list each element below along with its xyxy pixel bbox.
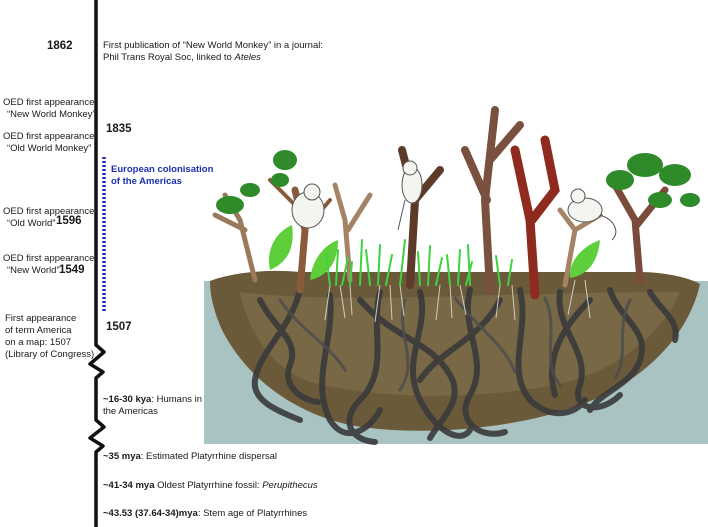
- stem-age-label: ~43.53 (37.64-34)mya: Stem age of Platyr…: [103, 508, 308, 519]
- monkey-left: [291, 183, 325, 229]
- oldest-fossil-label: ~41-34 mya Oldest Platyrrhine fossil: Pe…: [103, 480, 318, 491]
- timeline-axis: [88, 0, 106, 527]
- bright-leaves: [269, 225, 600, 280]
- oed-old-world-label: OED first appearance: “Old World”: [3, 206, 97, 229]
- year-1596: 1596: [56, 215, 82, 227]
- dispersal-label: ~35 mya: Estimated Platyrrhine dispersal: [103, 451, 278, 462]
- year-1862: 1862: [47, 40, 73, 52]
- colonisation-label: European colonisation of the Americas: [111, 164, 214, 187]
- grass: [325, 239, 513, 286]
- first-publication-label: First publication of “New World Monkey” …: [103, 40, 323, 63]
- oed-new-world-label: OED first appearance: “New World”: [3, 253, 97, 276]
- year-1549: 1549: [59, 264, 85, 276]
- america-map-label: First appearance of term America on a ma…: [5, 313, 95, 360]
- monkey-middle: [397, 160, 423, 231]
- monkey-right: [567, 188, 617, 241]
- oed-new-world-monkey-label: OED first appearance: “New World Monkey”: [3, 97, 97, 120]
- year-1507: 1507: [106, 321, 132, 333]
- humans-label: ~16-30 kya: Humans in the Americas: [103, 394, 203, 417]
- canopies: [216, 150, 700, 214]
- oed-old-world-monkey-label: OED first appearance: “Old World Monkey”: [3, 131, 97, 154]
- roots-light: [278, 296, 632, 392]
- roots: [251, 287, 679, 445]
- fine-roots: [324, 279, 591, 323]
- year-1835: 1835: [106, 123, 132, 135]
